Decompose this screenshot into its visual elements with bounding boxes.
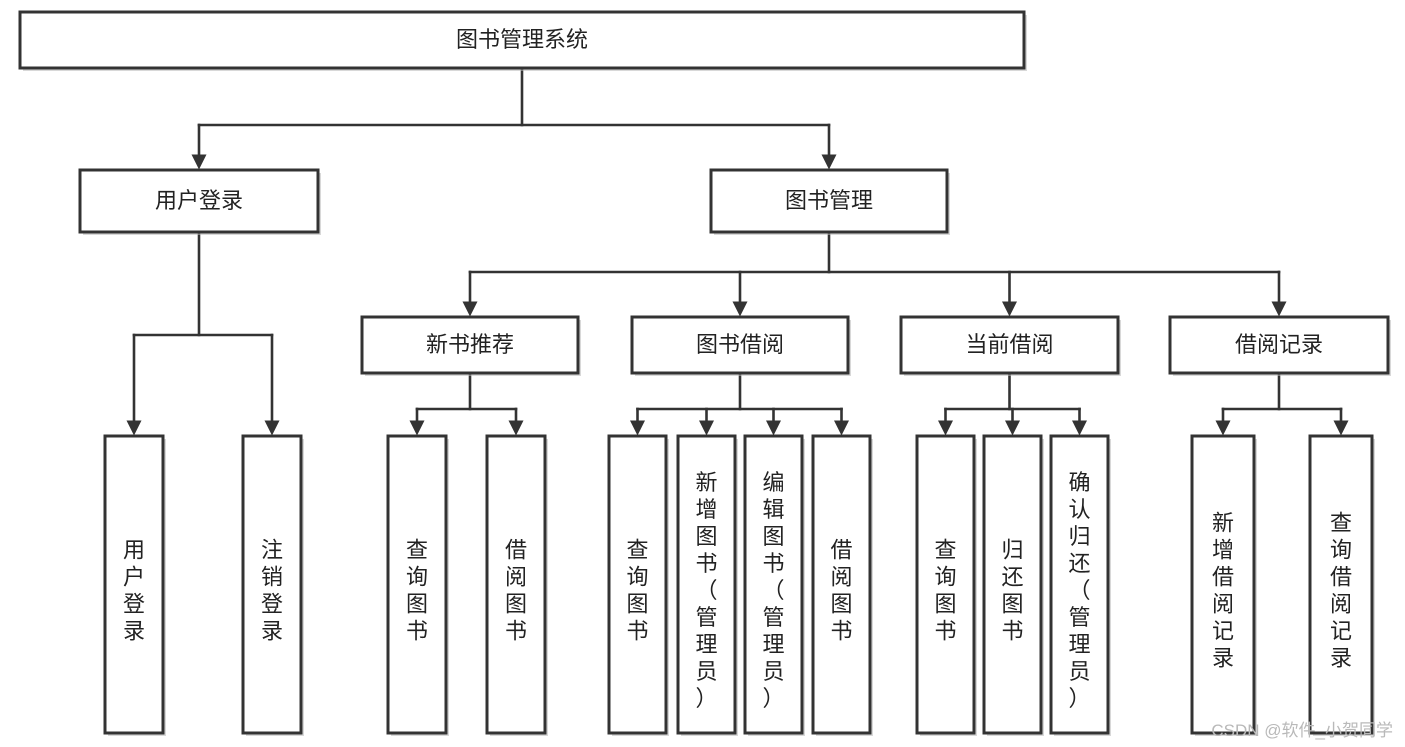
node-label: 新书推荐 xyxy=(426,332,514,357)
node-l-bo-add[interactable]: 新增图书（管理员） xyxy=(676,434,738,736)
node-label: 图书管理 xyxy=(785,188,873,213)
edges-layer xyxy=(126,66,1349,436)
edge-group-root xyxy=(191,66,837,170)
node-label: 查询借阅记录 xyxy=(1330,510,1352,670)
node-bookmgmt[interactable]: 图书管理 xyxy=(709,168,950,235)
arrow-head-icon xyxy=(1271,301,1287,317)
arrow-head-icon xyxy=(508,420,524,436)
node-label: 借阅图书 xyxy=(505,537,527,643)
arrow-head-icon xyxy=(1072,420,1087,436)
node-l-nb-borrow[interactable]: 借阅图书 xyxy=(485,434,548,736)
node-label: 确认归还（管理员） xyxy=(1068,470,1090,711)
node-label: 用户登录 xyxy=(123,537,145,643)
node-label: 借阅记录 xyxy=(1235,332,1323,357)
node-l-cu-return[interactable]: 归还图书 xyxy=(982,434,1044,736)
node-label: 当前借阅 xyxy=(965,332,1053,357)
node-borrow[interactable]: 图书借阅 xyxy=(630,315,851,376)
edge-group-borrow xyxy=(630,371,849,436)
edge-group-current xyxy=(938,371,1087,436)
node-l-cu-confirm[interactable]: 确认归还（管理员） xyxy=(1049,434,1111,736)
edge-group-login xyxy=(126,230,280,436)
arrow-head-icon xyxy=(1005,420,1020,436)
node-label: 归还图书 xyxy=(1001,537,1023,643)
node-label: 编辑图书（管理员） xyxy=(762,470,784,711)
node-label: 查询图书 xyxy=(934,537,956,643)
node-l-user-login[interactable]: 用户登录 xyxy=(103,434,166,736)
arrow-head-icon xyxy=(1333,420,1349,436)
arrow-head-icon xyxy=(1215,420,1231,436)
node-current[interactable]: 当前借阅 xyxy=(899,315,1121,376)
node-login[interactable]: 用户登录 xyxy=(78,168,321,235)
node-l-bo-edit[interactable]: 编辑图书（管理员） xyxy=(743,434,805,736)
node-label: 查询图书 xyxy=(406,537,428,643)
node-label: 查询图书 xyxy=(626,537,648,643)
node-label: 注销登录 xyxy=(261,537,283,643)
arrow-head-icon xyxy=(191,154,207,170)
arrow-head-icon xyxy=(630,420,645,436)
node-l-bo-borrow[interactable]: 借阅图书 xyxy=(811,434,873,736)
node-label: 用户登录 xyxy=(155,188,243,213)
nodes-layer: 图书管理系统用户登录图书管理新书推荐图书借阅当前借阅借阅记录用户登录注销登录查询… xyxy=(18,10,1391,736)
arrow-head-icon xyxy=(1002,301,1017,317)
node-l-re-add[interactable]: 新增借阅记录 xyxy=(1190,434,1257,736)
arrow-head-icon xyxy=(699,420,714,436)
arrow-head-icon xyxy=(732,301,748,317)
node-records[interactable]: 借阅记录 xyxy=(1168,315,1391,376)
node-l-bo-query[interactable]: 查询图书 xyxy=(607,434,669,736)
arrow-head-icon xyxy=(126,420,142,436)
node-label: 新增借阅记录 xyxy=(1212,510,1234,670)
node-l-nb-query[interactable]: 查询图书 xyxy=(386,434,449,736)
arrow-head-icon xyxy=(834,420,849,436)
node-label: 图书管理系统 xyxy=(456,27,588,52)
node-l-re-query[interactable]: 查询借阅记录 xyxy=(1308,434,1375,736)
arrow-head-icon xyxy=(821,154,837,170)
edge-group-newbook xyxy=(409,371,524,436)
arrow-head-icon xyxy=(264,420,280,436)
node-label: 借阅图书 xyxy=(830,537,852,643)
node-l-user-logout[interactable]: 注销登录 xyxy=(241,434,304,736)
arrow-head-icon xyxy=(766,420,781,436)
node-newbook[interactable]: 新书推荐 xyxy=(360,315,581,376)
arrow-head-icon xyxy=(938,420,953,436)
arrow-head-icon xyxy=(409,420,425,436)
arrow-head-icon xyxy=(462,301,478,317)
edge-group-records xyxy=(1215,371,1349,436)
node-root[interactable]: 图书管理系统 xyxy=(18,10,1027,71)
node-l-cu-query[interactable]: 查询图书 xyxy=(915,434,977,736)
node-label: 新增图书（管理员） xyxy=(695,470,717,711)
node-label: 图书借阅 xyxy=(696,332,784,357)
edge-group-bookmgmt xyxy=(462,230,1287,317)
